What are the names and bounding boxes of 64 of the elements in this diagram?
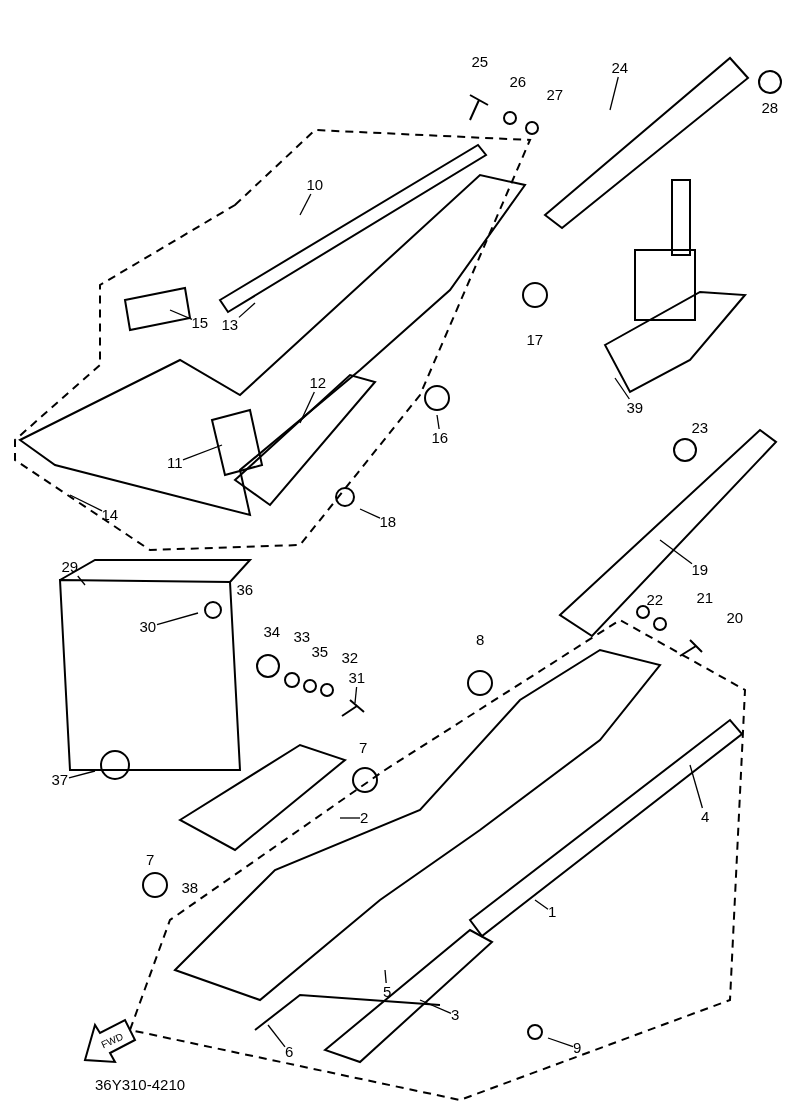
callout-number: 11 [167,454,183,472]
callout-number: 2 [360,809,369,827]
callout-number: 22 [646,591,664,609]
callout-number: 26 [509,73,527,91]
callout-number: 7 [359,739,368,757]
leader-line [69,494,103,512]
callout-number: 38 [181,879,199,897]
leader-line [659,539,693,565]
leader-line [299,193,312,216]
callout-number: 36 [236,581,254,599]
callout-number: 13 [221,316,239,334]
leader-line [614,377,630,400]
callout-number: 8 [476,631,485,649]
callout-number: 30 [139,618,157,636]
callout-number: 4 [701,808,710,826]
leader-line [182,444,223,461]
leader-line [419,999,452,1014]
callout-number: 16 [431,429,449,447]
leader-line [299,391,315,424]
callout-number: 3 [451,1006,460,1024]
callout-number: 6 [285,1043,294,1061]
callout-number: 19 [691,561,709,579]
callout-number: 5 [383,983,392,1001]
leader-line [77,575,86,586]
callout-number: 28 [761,99,779,117]
leader-line [339,817,361,819]
callout-number: 35 [311,643,329,661]
callout-number: 34 [263,623,281,641]
callout-number: 15 [191,314,209,332]
callout-number: 23 [691,419,709,437]
callout-number: 39 [626,399,644,417]
leader-line [609,76,619,111]
leader-line [359,508,381,519]
leader-line [354,686,358,704]
leader-line [238,302,256,318]
leader-line [68,770,96,779]
leader-line [436,414,440,430]
leader-line [156,612,199,626]
leader-line [689,764,704,809]
callout-number: 24 [611,59,629,77]
leader-line [534,899,549,910]
callout-number: 1 [548,903,557,921]
leader-line [547,1037,574,1048]
callout-number: 9 [573,1039,582,1057]
callout-number: 33 [293,628,311,646]
direction-label: FWD [98,1029,126,1053]
callout-number: 20 [726,609,744,627]
callout-number: 37 [51,771,69,789]
callout-number: 25 [471,53,489,71]
callout-number: 21 [696,589,714,607]
callout-number: 29 [61,558,79,576]
leader-line [169,309,193,321]
callout-number: 10 [306,176,324,194]
part-code: 36Y310-4210 [95,1076,186,1094]
callout-number: 31 [348,669,366,687]
callout-number: 27 [546,86,564,104]
callout-number: 17 [526,331,544,349]
leader-line [384,969,387,984]
leader-line [267,1024,286,1048]
callout-number: 32 [341,649,359,667]
callout-number: 12 [309,374,327,392]
callout-number: 14 [101,506,119,524]
callout-number: 7 [146,851,155,869]
callout-number: 18 [379,513,397,531]
